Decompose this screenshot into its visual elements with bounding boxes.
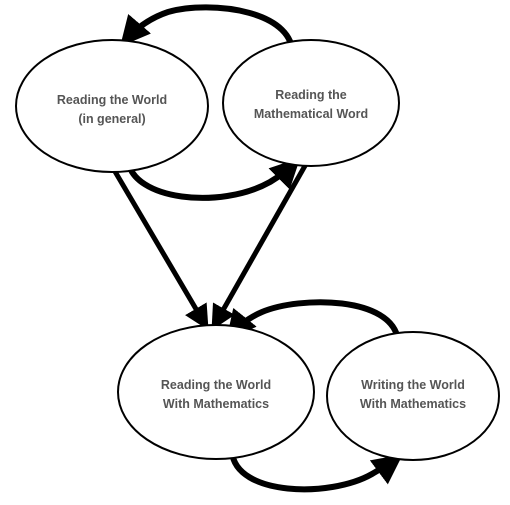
node-reading-world-math-line1: Reading the World (161, 378, 271, 392)
node-reading-math-word-line2: Mathematical Word (254, 107, 368, 121)
node-reading-world-general-line1: Reading the World (57, 93, 167, 107)
node-reading-world-math-ellipse (117, 324, 315, 460)
node-reading-world-math: Reading the World With Mathematics (117, 324, 315, 460)
node-reading-math-word-line1: Reading the (275, 88, 347, 102)
node-reading-math-word: Reading the Mathematical Word (222, 39, 400, 167)
node-writing-world-math: Writing the World With Mathematics (326, 331, 500, 461)
arrow-writing-to-reading-world-math (226, 299, 401, 341)
node-writing-world-math-line1: Writing the World (361, 378, 465, 392)
node-reading-world-general-line2: (in general) (78, 112, 145, 126)
node-reading-world-general-ellipse (15, 39, 209, 173)
arrow-math-word-to-world-general (120, 4, 296, 61)
node-writing-world-math-ellipse (326, 331, 500, 461)
node-reading-math-word-ellipse (222, 39, 400, 167)
node-reading-world-math-line2: With Mathematics (163, 397, 269, 411)
arrow-reading-world-math-to-writing (229, 451, 403, 493)
node-reading-world-general: Reading the World (in general) (15, 39, 209, 173)
arrow-math-word-to-world-math (211, 162, 309, 331)
arrow-world-general-to-math-word (125, 157, 301, 201)
node-writing-world-math-line2: With Mathematics (360, 397, 466, 411)
arrow-world-general-to-world-math (107, 161, 209, 331)
